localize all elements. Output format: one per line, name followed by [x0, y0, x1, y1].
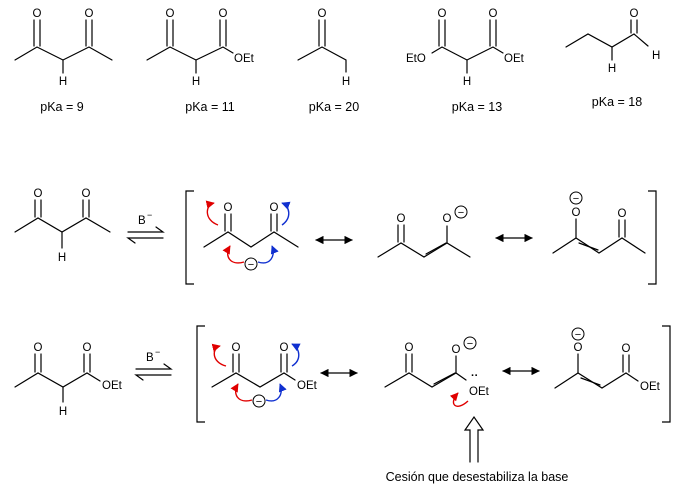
ethyl-acetoacetate-reactant: O O OEt H: [14, 342, 123, 418]
hydrogen-label: H: [652, 50, 660, 62]
oxygen-label: O: [166, 8, 175, 20]
oxygen-label: O: [618, 208, 627, 220]
hydrogen-label: H: [342, 76, 350, 88]
oxygen-label: O: [82, 188, 91, 200]
hydrogen-label: H: [608, 63, 616, 75]
oxygen-label: O: [219, 8, 228, 20]
caption: Cesión que desestabiliza la base: [386, 470, 569, 484]
oxygen-label: O: [438, 8, 447, 20]
base-label: B: [138, 215, 146, 227]
blue-push-arrow: [265, 383, 287, 402]
pka-label-ethyl-acetoacetate: pKa = 11: [185, 100, 235, 114]
equilibrium-arrow: B −: [126, 210, 165, 244]
oxygen-label: O: [270, 202, 279, 214]
oxygen-label: O: [33, 8, 42, 20]
enolate-resonance-form-2: O O −: [377, 205, 471, 258]
hydrogen-label: H: [58, 252, 66, 264]
oxygen-label: O: [232, 342, 241, 354]
minus-charge: −: [467, 338, 473, 350]
lone-pair: ··: [471, 370, 478, 382]
ethoxy-label: OEt: [297, 380, 318, 392]
ethoxy-label: OEt: [504, 53, 525, 65]
enolate-resonance-form-3: O O −: [552, 191, 646, 254]
oxygen-label: O: [574, 342, 583, 354]
oxygen-label: O: [280, 342, 289, 354]
acetylacetone-reactant: O O H: [14, 188, 111, 264]
ester-enolate-resonance-form-2: O O − ·· OEt: [384, 336, 490, 407]
ethyl-acetoacetate-molecule: O O OEt H: [146, 8, 255, 88]
hydrogen-label: H: [192, 76, 200, 88]
bracket-right: [662, 325, 671, 423]
ester-enolate-resonance-form-3: O O − OEt: [554, 327, 661, 393]
pka-label-acetylacetone: pKa = 9: [40, 100, 83, 114]
hollow-up-arrow: [463, 415, 485, 463]
oxygen-label: O: [572, 207, 581, 219]
equilibrium-arrow: B −: [134, 347, 173, 381]
butanal-molecule: O H H: [565, 8, 660, 75]
red-push-arrow: [449, 392, 469, 407]
ester-enolate-resonance-form-1: O O OEt −: [211, 342, 318, 408]
ethoxy-label: OEt: [469, 386, 490, 398]
pka-label-acetone: pKa = 20: [309, 100, 359, 114]
oxygen-label: O: [405, 342, 414, 354]
bracket-left: [196, 325, 205, 423]
oxygen-label: O: [224, 202, 233, 214]
hydrogen-label: H: [59, 406, 67, 418]
ethoxy-label: OEt: [234, 53, 255, 65]
base-label: B: [146, 352, 154, 364]
oxygen-label: O: [34, 342, 43, 354]
blue-push-arrow: [281, 201, 291, 226]
oxygen-label: O: [318, 8, 327, 20]
red-push-arrow: [205, 200, 219, 226]
oxygen-label: O: [397, 213, 406, 225]
minus-charge: −: [155, 347, 160, 357]
oxygen-label: O: [452, 344, 461, 356]
red-push-arrow: [211, 343, 227, 367]
minus-charge: −: [147, 210, 152, 220]
bracket-left: [185, 190, 194, 285]
minus-charge: −: [256, 396, 262, 408]
oxygen-label: O: [622, 343, 631, 355]
ethoxy-label: OEt: [102, 380, 123, 392]
minus-charge: −: [458, 207, 464, 219]
minus-charge: −: [248, 259, 254, 271]
oxygen-label: O: [34, 188, 43, 200]
oxygen-label: O: [85, 8, 94, 20]
minus-charge: −: [575, 329, 581, 341]
ethoxy-label: EtO: [406, 53, 426, 65]
blue-push-arrow: [257, 245, 279, 264]
enolate-resonance-form-1: O O −: [203, 200, 299, 271]
blue-push-arrow: [291, 343, 301, 367]
pka-label-diethyl-malonate: pKa = 13: [452, 100, 502, 114]
hydrogen-label: H: [463, 76, 471, 88]
oxygen-label: O: [83, 342, 92, 354]
red-push-arrow: [230, 383, 253, 402]
pka-label-butanal: pKa = 18: [592, 95, 642, 109]
oxygen-label: O: [443, 213, 452, 225]
red-push-arrow: [222, 245, 245, 264]
oxygen-label: O: [489, 8, 498, 20]
hydrogen-label: H: [59, 76, 67, 88]
acetylacetone-molecule: O O H: [14, 8, 113, 88]
bracket-right: [648, 190, 657, 285]
ethoxy-label: OEt: [640, 381, 661, 393]
oxygen-label: O: [630, 8, 639, 20]
diethyl-malonate-molecule: EtO O O OEt H: [406, 8, 525, 88]
minus-charge: −: [573, 193, 579, 205]
acetone-molecule: O H: [297, 8, 350, 88]
